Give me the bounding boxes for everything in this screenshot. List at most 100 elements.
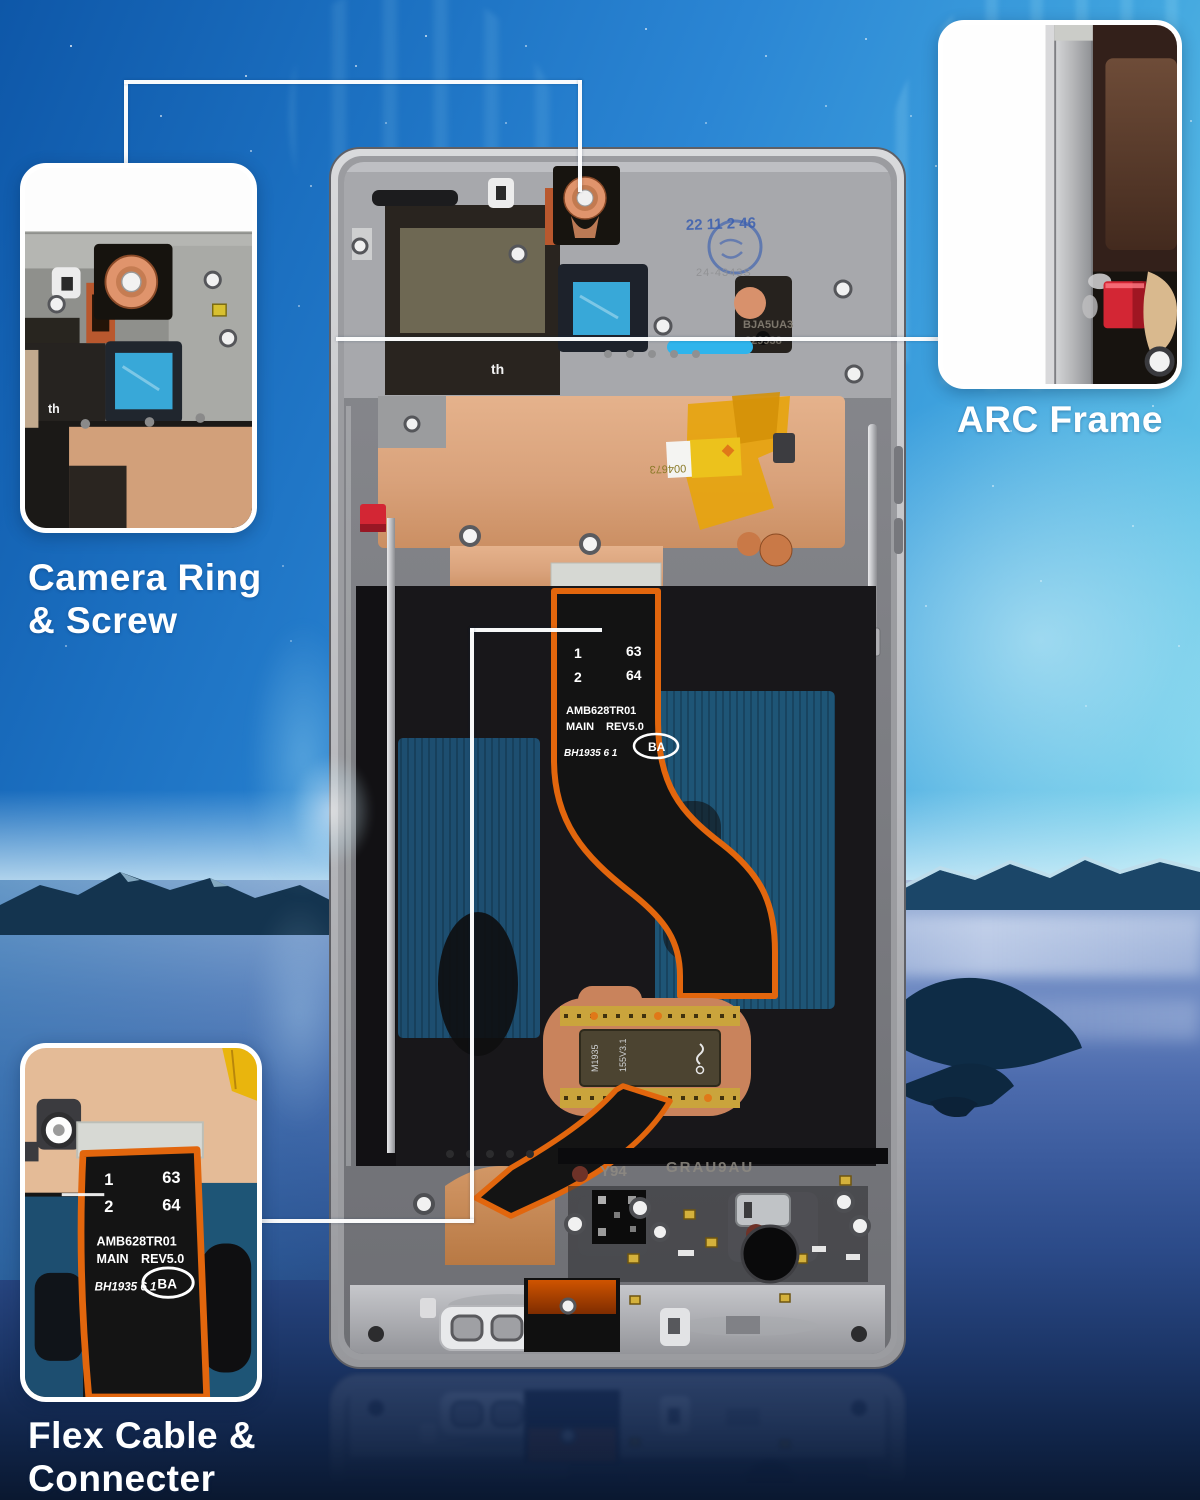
charge-port-module [524, 1278, 620, 1352]
lcd-assembly-photo: 22 11 2 46 24-4343S BJA5UA3 829938 th [328, 146, 907, 1370]
flex-pin1: 1 [104, 1170, 113, 1189]
screw [47, 294, 66, 314]
sensor-window [400, 228, 545, 333]
white-bracket-2-slot [668, 1318, 680, 1334]
board-connector [773, 433, 795, 463]
screw-3 [218, 329, 238, 348]
flex-part-number: AMB628TR01 [97, 1234, 177, 1248]
driver-chip [579, 1029, 721, 1087]
screw [403, 415, 421, 433]
corner-screw-holes [368, 1326, 867, 1342]
flex-print: 1 2 63 64 AMB628TR01 MAIN REV5.0 BH1935 … [564, 643, 680, 760]
flex-cable-label: Flex Cable & Connecter [28, 1414, 368, 1500]
gold-contacts-top [560, 1006, 740, 1026]
small-white-piece [420, 1298, 436, 1318]
left-rail [387, 518, 395, 1153]
inset-camera-ring: th [20, 163, 257, 533]
flex-pin63: 63 [162, 1168, 180, 1187]
tan-blob [1143, 271, 1177, 356]
phone-group: 22 11 2 46 24-4343S BJA5UA3 829938 th [329, 147, 906, 1369]
frame-mark-th: th [491, 361, 504, 377]
dark-notch [25, 1141, 39, 1162]
mountain-snow-left [120, 872, 228, 887]
flex-batch: BH1935 6 1 [564, 748, 618, 759]
flex-pin1: 1 [574, 645, 582, 661]
frame-rail [1054, 25, 1093, 384]
flex-main: MAIN [97, 1252, 129, 1266]
camera-block [93, 243, 173, 320]
inset-camera-art: th [25, 168, 252, 528]
flex-cable-label-line1: Flex Cable & [28, 1415, 257, 1456]
pcb-screws [413, 1191, 871, 1242]
callout-arc-line [336, 337, 938, 341]
dark-blob-left [34, 1272, 83, 1361]
kapton-tape-2 [732, 392, 780, 444]
edge-lens-flare [292, 756, 372, 866]
chip-code-1: M1935 [590, 1044, 600, 1072]
sticker-fold [230, 1049, 237, 1090]
flex-cable-label-line2: Connecter [28, 1458, 216, 1499]
flex-rev: REV5.0 [141, 1252, 184, 1266]
flex-badge-oval [141, 1266, 195, 1299]
callout-camera-line-left [124, 82, 128, 170]
flex-pin2: 2 [574, 669, 582, 685]
camera-ring-label: Camera Ring & Screw [28, 556, 348, 642]
earpiece-slot [372, 190, 458, 206]
ink-stamp-circle [707, 219, 763, 275]
mountains-right [905, 860, 1200, 910]
copper-circle [759, 533, 793, 567]
camera-screw [121, 271, 142, 293]
phone-internals: 22 11 2 46 24-4343S BJA5UA3 829938 th [344, 162, 891, 1354]
copper-dot [734, 287, 766, 319]
flex-badge-oval [632, 732, 680, 760]
frame-mark-th: th [48, 402, 60, 416]
window-glare [579, 294, 619, 320]
window-glare [121, 365, 160, 392]
callout-flex-line-vertical [470, 628, 474, 1223]
copper-notch [69, 465, 127, 528]
chip-logo [696, 1043, 704, 1065]
screw-2 [203, 270, 222, 290]
chip-code-2: 155V3.1 [618, 1038, 628, 1072]
inset-flex-art: 1 2 63 64 AMB628TR01 MAIN REV5.0 BH1935 … [25, 1048, 257, 1397]
flex-main: MAIN [566, 721, 594, 733]
copper-circle-small [737, 532, 761, 556]
brown-panel [1105, 58, 1177, 250]
copper-screw-posts [459, 525, 601, 555]
flex-ribbon-upper [551, 588, 778, 999]
blue-strip [667, 340, 753, 354]
tan-patch [25, 349, 39, 428]
bottom-divider-bar [558, 1148, 888, 1164]
flex-pin64: 64 [626, 667, 642, 683]
speaker-bracket [439, 1305, 543, 1351]
flex-badge: BA [648, 740, 666, 754]
inset-arc-art [943, 25, 1177, 384]
flex-batch: BH1935 6 1 [95, 1280, 157, 1293]
gold-component [212, 303, 227, 317]
contact-pads [678, 1246, 860, 1260]
sticker-white [666, 440, 694, 478]
flex-pin64: 64 [162, 1195, 181, 1214]
rivet-dots [604, 350, 700, 358]
mountains-left [0, 872, 330, 935]
red-connector-highlight [1105, 283, 1145, 289]
sticker-yellow [690, 437, 742, 478]
stamp-code-1: BJA5UA3 [743, 319, 793, 331]
callout-camera-line-top [124, 80, 582, 84]
camera-ring-label-line2: & Screw [28, 600, 178, 641]
side-button-power [894, 446, 903, 504]
islet [930, 1096, 978, 1118]
camera-screw [576, 189, 594, 207]
screw-hole [1144, 346, 1175, 377]
red-connector-shade [360, 524, 386, 532]
top-screws [351, 237, 864, 384]
screw-post-center [53, 1124, 65, 1136]
board-code-1: Y94 [600, 1163, 627, 1180]
lcd-assembly-art: 22 11 2 46 24-4343S BJA5UA3 829938 th [329, 147, 906, 1369]
bracket-hole [496, 186, 506, 200]
solder-blob-2 [1082, 294, 1098, 319]
photo-white-area [25, 168, 252, 232]
callout-camera-line-right [578, 80, 582, 192]
camera-ring-label-line1: Camera Ring [28, 557, 262, 598]
